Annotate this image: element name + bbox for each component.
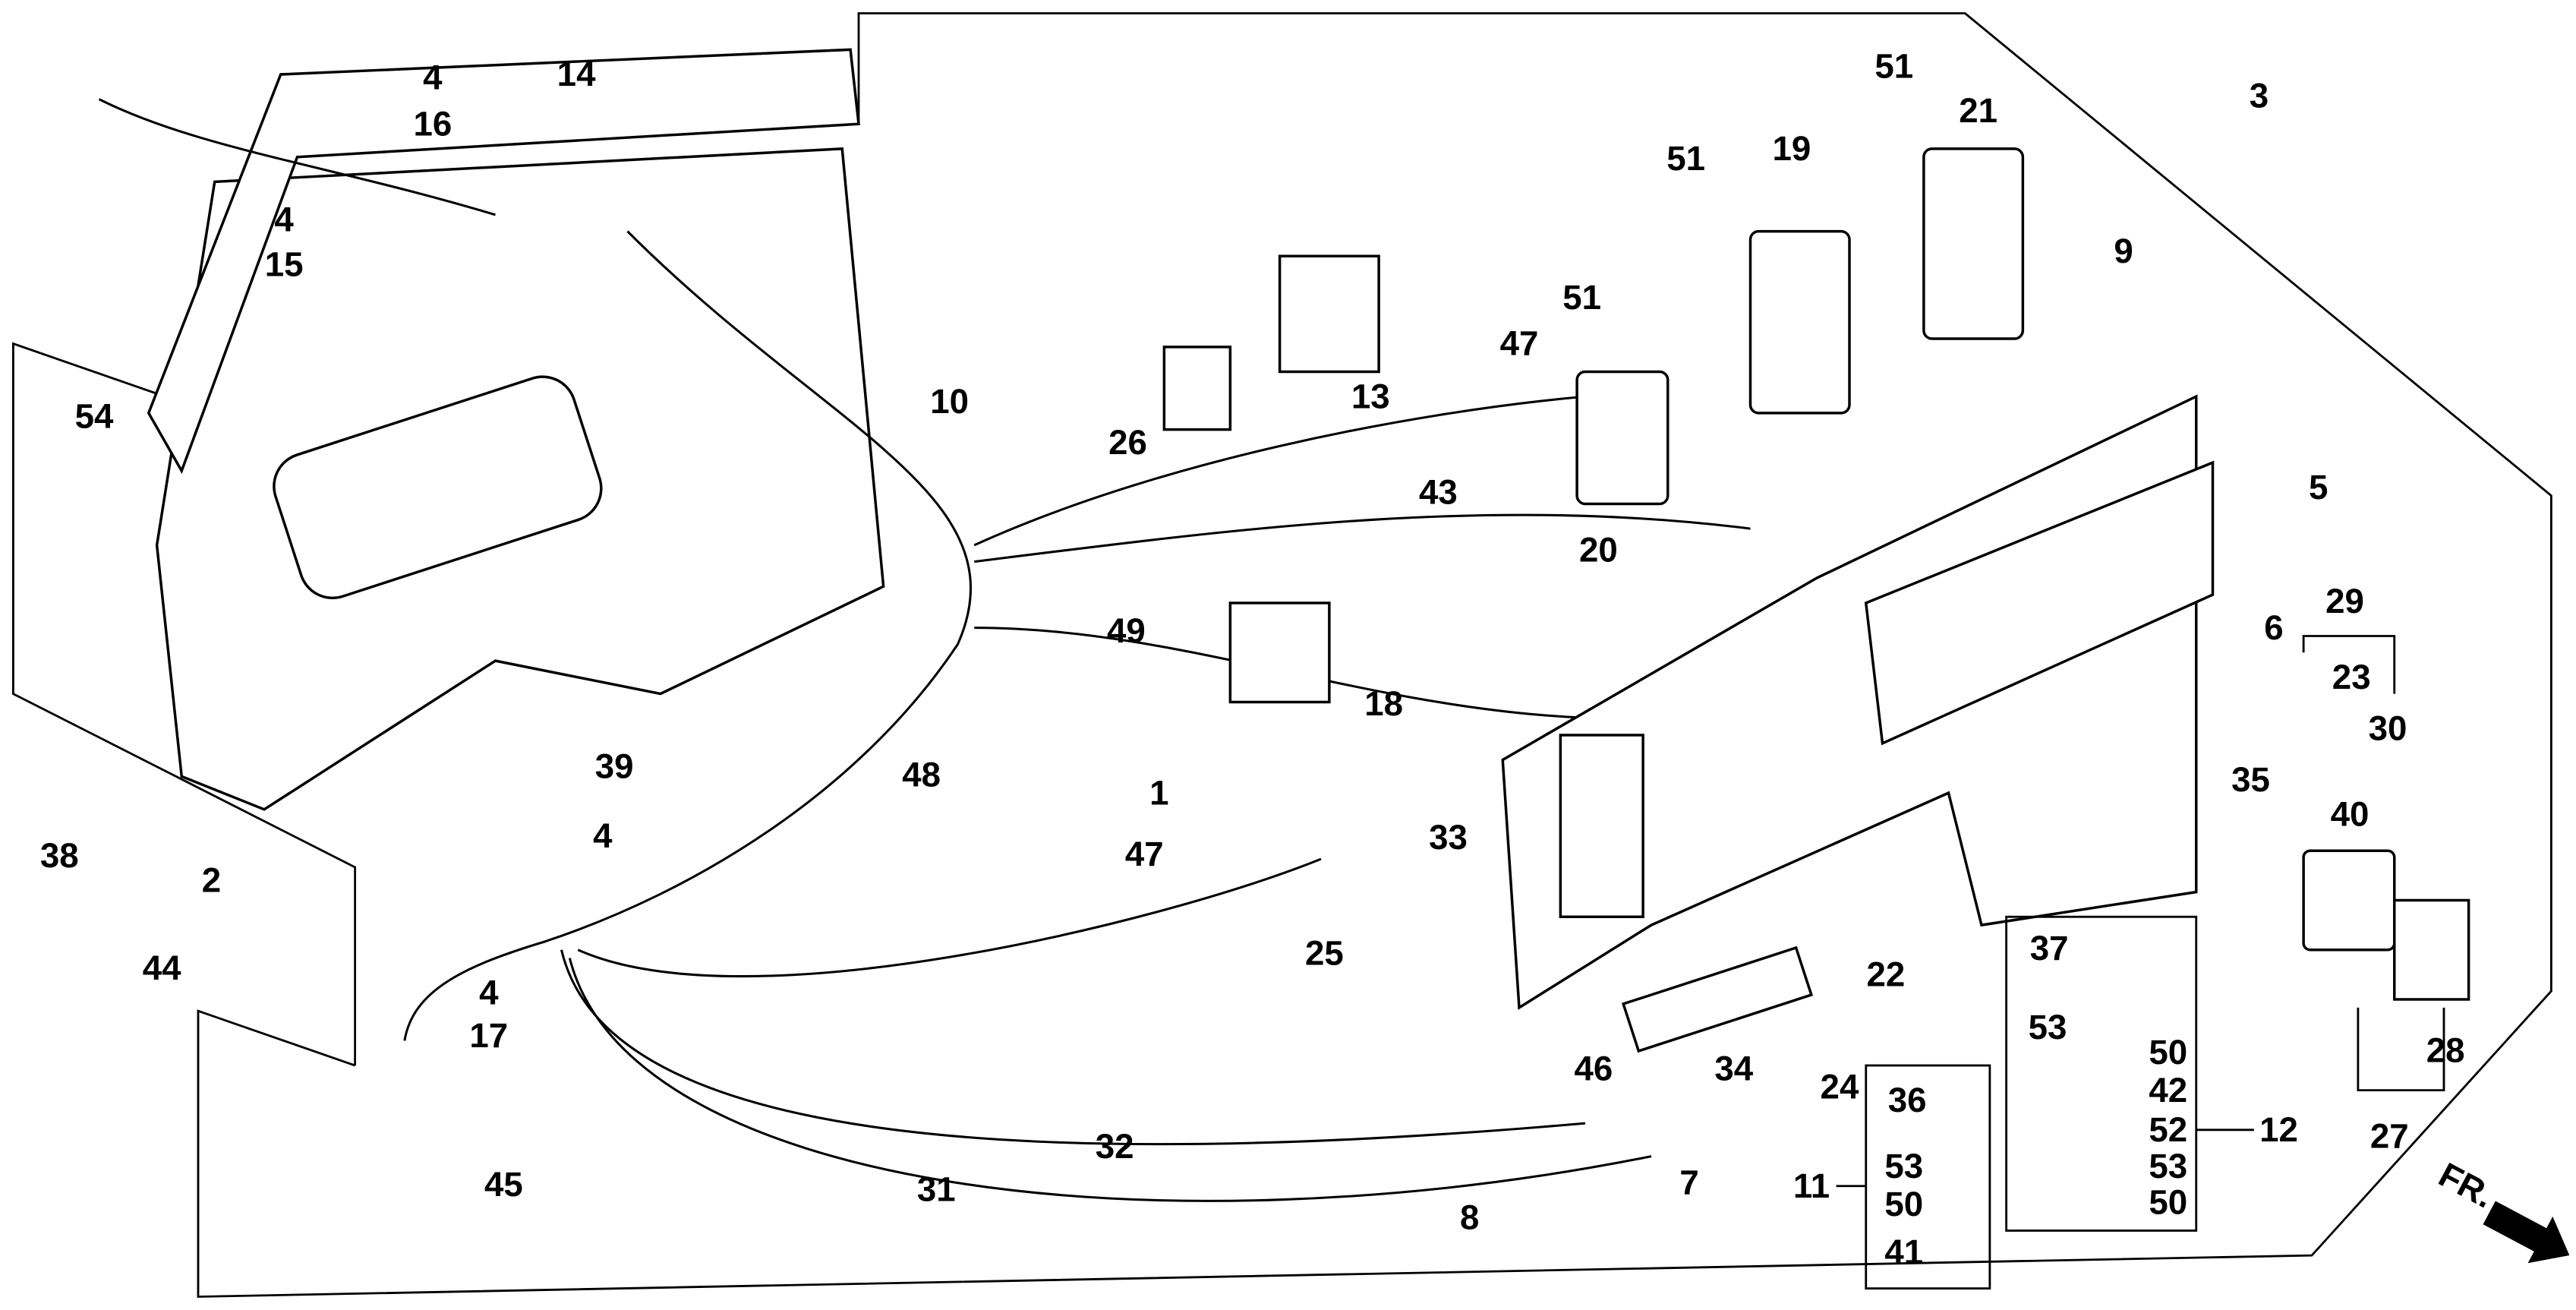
callout: 53 — [1884, 1147, 1923, 1185]
callout: 17 — [469, 1016, 508, 1055]
callout: 38 — [40, 836, 79, 875]
assembly-frame — [197, 12, 2552, 1298]
breaker-13 — [1278, 254, 1380, 374]
callout: 51 — [1562, 278, 1601, 317]
callout: 54 — [75, 396, 114, 435]
callout: 11 — [1793, 1166, 1830, 1205]
callout: 4 — [423, 58, 443, 97]
callout: 21 — [1959, 91, 1997, 130]
front-direction-label: FR. — [2433, 1155, 2500, 1216]
callout: 50 — [1884, 1185, 1923, 1223]
callout: 47 — [1500, 324, 1539, 363]
label-34 — [1621, 945, 1814, 1053]
callout: 26 — [1108, 423, 1147, 462]
callout: 14 — [557, 55, 596, 93]
bracket-27 — [2357, 1007, 2445, 1092]
front-arrow-icon: FR. — [2433, 1155, 2570, 1264]
callout: 23 — [2332, 658, 2371, 696]
callout: 6 — [2264, 608, 2283, 647]
callout: 45 — [484, 1165, 523, 1204]
ignition-coil — [273, 375, 603, 600]
callout: 37 — [2030, 929, 2069, 968]
callout: 4 — [479, 974, 499, 1012]
receptacle-19 — [1748, 229, 1851, 415]
callout: 4 — [274, 200, 294, 239]
receptacle-21 — [1922, 147, 2025, 340]
callout: 50 — [2149, 1183, 2187, 1222]
callout: 42 — [2149, 1071, 2187, 1110]
callout: 4 — [593, 816, 613, 855]
callout: 49 — [1107, 611, 1146, 650]
meter — [2302, 849, 2396, 952]
callout: 53 — [2149, 1147, 2187, 1185]
callout: 40 — [2331, 795, 2369, 834]
callout: 34 — [1714, 1050, 1753, 1088]
callout: 47 — [1125, 835, 1164, 873]
switch-26 — [1162, 346, 1232, 431]
callout: 20 — [1579, 531, 1618, 570]
callout: 10 — [930, 382, 969, 421]
callout: 1 — [1149, 773, 1168, 812]
callout-labels: 4 16 14 4 15 51 21 3 51 19 9 51 47 13 10… — [40, 46, 2465, 1271]
callout: 35 — [2231, 760, 2270, 799]
callout: 12 — [2259, 1110, 2298, 1149]
callout: 31 — [917, 1170, 956, 1208]
callout: 43 — [1419, 472, 1458, 511]
callout: 39 — [595, 747, 634, 786]
callout: 46 — [1574, 1050, 1613, 1088]
callout: 24 — [1821, 1067, 1859, 1106]
callout: 51 — [1874, 46, 1913, 85]
callout: 48 — [902, 755, 941, 794]
receptacle-20 — [1575, 370, 1670, 506]
callout: 18 — [1364, 684, 1403, 723]
bracket-29 — [2302, 635, 2396, 694]
callout: 25 — [1305, 933, 1344, 972]
callout: 33 — [1429, 818, 1468, 857]
callout: 16 — [413, 104, 452, 143]
relay-18 — [1228, 601, 1331, 704]
callout: 5 — [2309, 468, 2328, 507]
box-33 — [1559, 734, 1644, 918]
group-box-11 — [1865, 1064, 1991, 1290]
callout: 44 — [143, 949, 181, 987]
callout: 13 — [1351, 377, 1390, 415]
callout: 50 — [2149, 1033, 2187, 1072]
callout: 27 — [2370, 1117, 2409, 1156]
callout: 36 — [1888, 1081, 1927, 1119]
callout: 2 — [202, 861, 221, 900]
callout: 15 — [265, 245, 304, 283]
callout: 8 — [1460, 1198, 1479, 1236]
callout: 19 — [1772, 129, 1811, 168]
callout: 28 — [2426, 1031, 2465, 1070]
callout: 41 — [1884, 1233, 1923, 1271]
wire-harness-branch — [560, 395, 1850, 1202]
top-harness — [98, 98, 496, 216]
wire-harness — [403, 230, 973, 1041]
control-box-gasket — [147, 48, 860, 475]
panel-plate — [1864, 460, 2215, 746]
callout: 32 — [1096, 1127, 1134, 1166]
callout: 52 — [2149, 1110, 2187, 1149]
callout: 22 — [1866, 955, 1905, 994]
callout: 29 — [2325, 582, 2364, 620]
callout: 53 — [2029, 1008, 2067, 1046]
callout: 51 — [1666, 139, 1705, 178]
left-subassembly-frame — [11, 342, 357, 1065]
callout: 9 — [2114, 232, 2133, 270]
callout: 3 — [2250, 76, 2269, 115]
meter-cover — [2393, 898, 2470, 1001]
group-box-12 — [2005, 915, 2198, 1232]
callout: 7 — [1679, 1163, 1698, 1202]
callout: 30 — [2369, 709, 2407, 748]
